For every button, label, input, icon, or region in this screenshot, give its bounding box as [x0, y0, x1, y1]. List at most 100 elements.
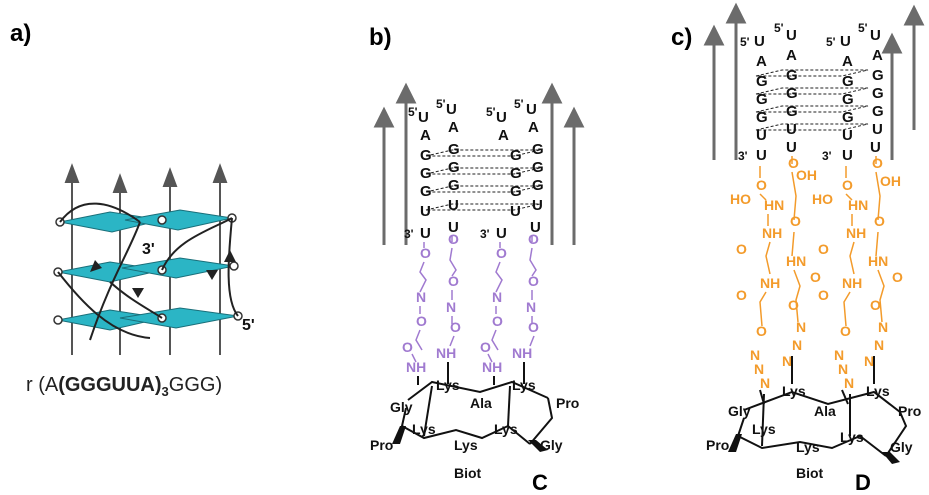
svg-text:O: O — [788, 155, 799, 171]
svg-text:N: N — [838, 361, 848, 377]
svg-text:5': 5' — [486, 105, 496, 119]
svg-text:O: O — [756, 177, 767, 193]
svg-text:O: O — [736, 287, 747, 303]
svg-text:O: O — [528, 231, 539, 247]
svg-text:O: O — [450, 319, 461, 335]
svg-text:Biot: Biot — [454, 465, 482, 481]
svg-text:Gly: Gly — [728, 403, 751, 419]
svg-text:G: G — [786, 85, 798, 102]
svg-text:N: N — [750, 347, 760, 363]
svg-text:G: G — [842, 73, 854, 90]
svg-text:A: A — [420, 127, 431, 144]
svg-text:5': 5' — [436, 97, 446, 111]
svg-text:Lys: Lys — [782, 383, 806, 399]
svg-text:G: G — [872, 85, 884, 102]
svg-text:G: G — [756, 73, 768, 90]
quadruplex-5prime-label: 5' — [242, 317, 255, 334]
svg-text:N: N — [834, 347, 844, 363]
svg-text:O: O — [496, 245, 507, 261]
svg-text:A: A — [448, 119, 459, 136]
svg-text:Lys: Lys — [436, 377, 460, 393]
panel-b-label: b) — [369, 24, 392, 51]
svg-text:Lys: Lys — [840, 429, 864, 445]
sequence-caption: r (A(GGGUUA)3GGG) — [26, 374, 223, 399]
svg-text:Lys: Lys — [494, 421, 518, 437]
svg-text:Lys: Lys — [512, 377, 536, 393]
svg-text:U: U — [448, 219, 459, 236]
svg-text:O: O — [528, 319, 539, 335]
svg-text:O: O — [480, 339, 491, 355]
svg-text:U: U — [840, 33, 851, 50]
svg-text:Ala: Ala — [470, 395, 492, 411]
svg-text:Pro: Pro — [556, 395, 579, 411]
panel-a-label: a) — [10, 20, 32, 47]
svg-text:Lys: Lys — [866, 383, 890, 399]
svg-text:G: G — [448, 159, 460, 176]
svg-text:U: U — [532, 197, 543, 214]
svg-text:5': 5' — [858, 21, 868, 35]
svg-text:NH: NH — [760, 275, 780, 291]
panel-c-label: c) — [671, 24, 693, 51]
svg-text:NH: NH — [482, 359, 502, 375]
svg-text:O: O — [788, 297, 799, 313]
compound-d-label: D — [855, 470, 871, 495]
svg-text:O: O — [870, 297, 881, 313]
svg-text:Pro: Pro — [370, 437, 393, 453]
svg-text:G: G — [872, 67, 884, 84]
svg-text:Lys: Lys — [796, 439, 820, 455]
quadruplex-cartoon: 3' 5' — [53, 163, 255, 355]
svg-text:O: O — [818, 287, 829, 303]
svg-text:N: N — [844, 375, 854, 391]
svg-text:G: G — [532, 141, 544, 158]
svg-text:A: A — [872, 47, 883, 64]
svg-text:G: G — [510, 183, 522, 200]
svg-text:O: O — [790, 213, 801, 229]
svg-text:5': 5' — [408, 105, 418, 119]
svg-text:U: U — [870, 27, 881, 44]
svg-text:G: G — [510, 147, 522, 164]
svg-text:HO: HO — [730, 191, 751, 207]
svg-text:U: U — [420, 203, 431, 220]
svg-text:U: U — [420, 225, 431, 242]
svg-text:U: U — [786, 121, 797, 138]
svg-text:G: G — [448, 141, 460, 158]
svg-text:G: G — [756, 109, 768, 126]
svg-text:N: N — [416, 289, 426, 305]
svg-text:G: G — [786, 67, 798, 84]
svg-text:Lys: Lys — [454, 437, 478, 453]
svg-text:G: G — [448, 177, 460, 194]
svg-text:N: N — [796, 319, 806, 335]
svg-text:O: O — [528, 273, 539, 289]
svg-text:U: U — [870, 139, 881, 156]
svg-text:NH: NH — [436, 345, 456, 361]
svg-text:Lys: Lys — [412, 421, 436, 437]
svg-text:O: O — [874, 213, 885, 229]
svg-text:G: G — [756, 91, 768, 108]
svg-text:Pro: Pro — [898, 403, 921, 419]
quadruplex-3prime-label: 3' — [142, 241, 155, 258]
svg-text:N: N — [878, 319, 888, 335]
svg-text:N: N — [874, 337, 884, 353]
svg-text:G: G — [420, 183, 432, 200]
svg-text:U: U — [754, 33, 765, 50]
svg-text:O: O — [736, 241, 747, 257]
svg-text:5': 5' — [514, 97, 524, 111]
svg-text:Gly: Gly — [390, 399, 413, 415]
svg-text:O: O — [818, 241, 829, 257]
svg-text:Ala: Ala — [814, 403, 836, 419]
svg-text:G: G — [532, 159, 544, 176]
svg-text:Biot: Biot — [796, 465, 824, 481]
svg-text:U: U — [418, 109, 429, 126]
svg-text:3': 3' — [822, 149, 832, 163]
svg-text:U: U — [872, 121, 883, 138]
svg-text:U: U — [496, 109, 507, 126]
svg-text:U: U — [842, 127, 853, 144]
svg-text:A: A — [842, 53, 853, 70]
compound-c-structure: 5'U A GGG U3'U 5'U A GGG UU 5'U A GGG U3… — [370, 82, 585, 481]
svg-text:HN: HN — [764, 197, 784, 213]
svg-text:G: G — [420, 147, 432, 164]
compound-d-structure: 5'U A GGG U3'U 5'U A GGG UU 5'U A GGG U3… — [703, 2, 925, 481]
svg-text:U: U — [786, 27, 797, 44]
